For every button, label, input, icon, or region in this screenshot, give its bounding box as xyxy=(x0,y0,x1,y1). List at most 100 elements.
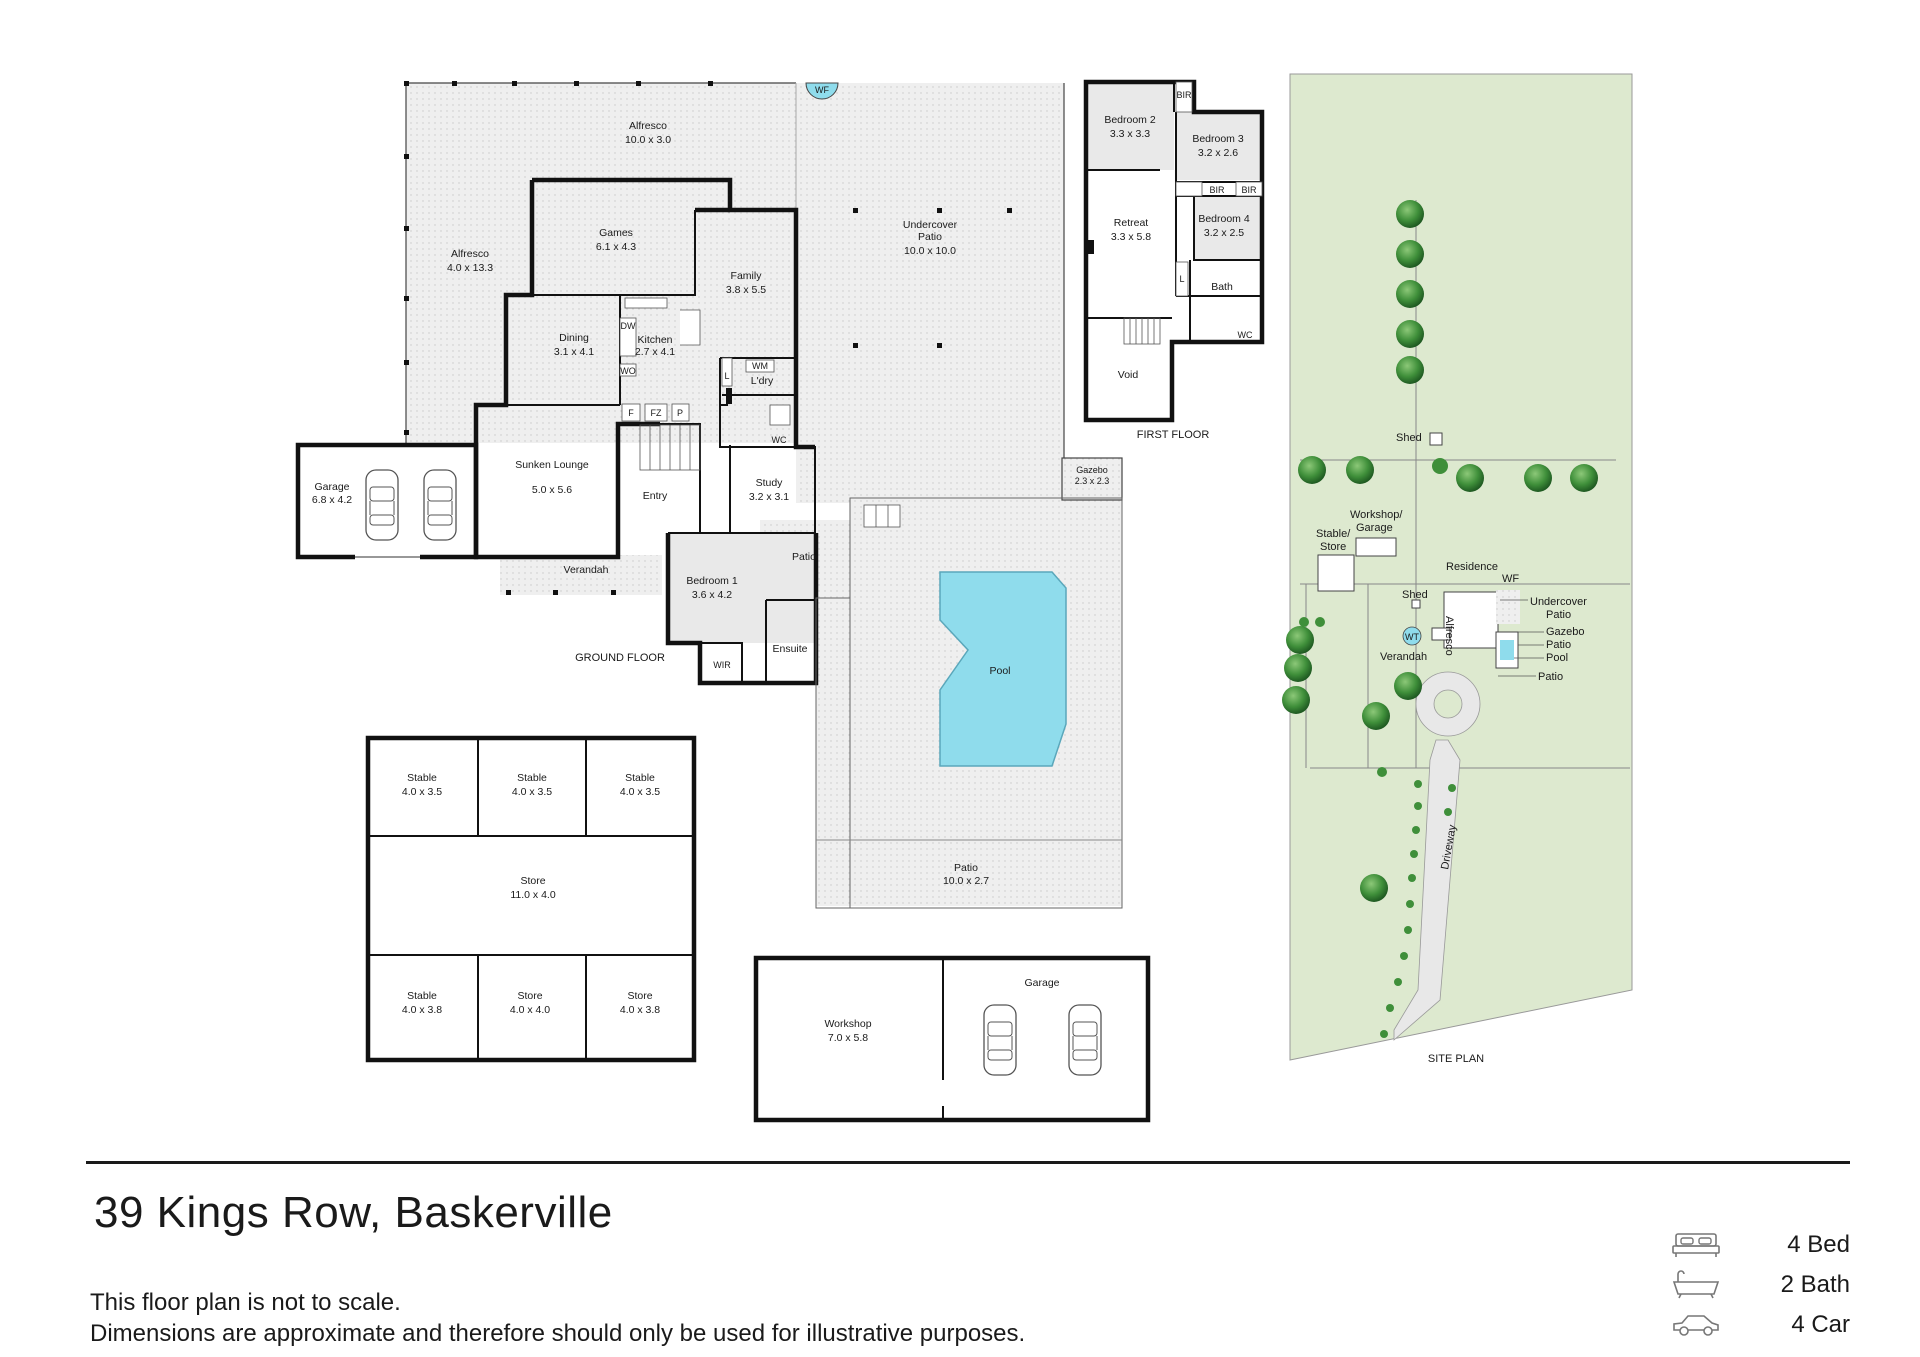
alfresco-top-label: Alfresco xyxy=(629,120,667,132)
workshop-garage-car-1 xyxy=(983,1004,1017,1076)
f-label: F xyxy=(628,408,634,418)
site-workshop-label-1: Workshop/ xyxy=(1350,509,1403,521)
store3-label: Store xyxy=(627,990,652,1002)
patio-bottom-dim: 10.0 x 2.7 xyxy=(943,875,989,887)
wc-label: WC xyxy=(772,435,787,445)
garage-car-1 xyxy=(365,469,399,541)
workshop-dim: 7.0 x 5.8 xyxy=(828,1032,868,1044)
bir-label-2: BIR xyxy=(1241,185,1257,195)
site-plan-caption: SITE PLAN xyxy=(1428,1053,1484,1065)
site-plan: Shed Workshop/ Garage Stable/ Store Resi… xyxy=(1282,73,1633,1065)
stable4-dim: 4.0 x 3.8 xyxy=(402,1004,442,1016)
alfresco-left-label: Alfresco xyxy=(451,248,489,260)
floor-plan-drawing: WF DW WO F FZ P xyxy=(295,73,1633,1123)
games-label: Games xyxy=(599,227,633,239)
void-label: Void xyxy=(1118,369,1139,381)
bedroom1-room xyxy=(668,533,816,643)
bed-icon xyxy=(1672,1233,1720,1257)
disclaimer-line-2: Dimensions are approximate and therefore… xyxy=(90,1320,1026,1347)
bath-label: Bath xyxy=(1211,281,1233,293)
bir-label-3: BIR xyxy=(1176,90,1192,100)
site-alfresco-label: Alfresco xyxy=(1443,616,1455,656)
verandah-label: Verandah xyxy=(564,564,609,576)
bedroom2-room xyxy=(1086,82,1174,170)
wm-label: WM xyxy=(752,361,768,371)
stable4-label: Stable xyxy=(407,990,437,1002)
patio-small-label: Patio xyxy=(792,551,816,563)
fz-label: FZ xyxy=(651,408,662,418)
feature-bed: 4 Bed xyxy=(1670,1225,1850,1265)
stables-building: Stable 4.0 x 3.5 Stable 4.0 x 3.5 Stable… xyxy=(365,735,697,1063)
games-dim: 6.1 x 4.3 xyxy=(596,241,636,253)
store2-dim: 4.0 x 4.0 xyxy=(510,1004,550,1016)
study-label: Study xyxy=(756,477,784,489)
patio-bottom-label: Patio xyxy=(954,862,978,874)
ff-l-label: L xyxy=(1179,274,1184,284)
garage-dim: 6.8 x 4.2 xyxy=(312,494,352,506)
site-undercover-label-1: Undercover xyxy=(1530,596,1587,608)
kitchen-label: Kitchen xyxy=(637,334,672,346)
site-residence-label: Residence xyxy=(1446,561,1498,573)
workshop-garage-car-2 xyxy=(1068,1004,1102,1076)
disclaimer: This floor plan is not to scale. Dimensi… xyxy=(90,1287,1025,1349)
gazebo-dim: 2.3 x 2.3 xyxy=(1075,476,1110,486)
retreat-dim: 3.3 x 5.8 xyxy=(1111,231,1151,243)
store3-dim: 4.0 x 3.8 xyxy=(620,1004,660,1016)
pool-shape xyxy=(939,571,1067,767)
feature-car: 4 Car xyxy=(1670,1305,1850,1345)
first-floor-caption: FIRST FLOOR xyxy=(1137,429,1210,441)
workshop-building: Workshop 7.0 x 5.8 Garage xyxy=(753,955,1151,1123)
kitchen-dim: 2.7 x 4.1 xyxy=(635,346,675,358)
wo-label: WO xyxy=(620,366,636,376)
family-label: Family xyxy=(731,270,763,282)
wf-label: WF xyxy=(815,85,829,95)
site-verandah-label: Verandah xyxy=(1380,651,1427,663)
bedroom4-label: Bedroom 4 xyxy=(1198,213,1250,225)
bedroom2-label: Bedroom 2 xyxy=(1104,114,1156,126)
site-workshop-label-2: Garage xyxy=(1356,522,1393,534)
bedroom3-dim: 3.2 x 2.6 xyxy=(1198,147,1238,159)
feature-bed-label: 4 Bed xyxy=(1787,1231,1850,1258)
bir-label-1: BIR xyxy=(1209,185,1225,195)
ff-wc-label: WC xyxy=(1238,330,1253,340)
undercover-patio-label-2: Patio xyxy=(918,231,942,243)
study-dim: 3.2 x 3.1 xyxy=(749,491,789,503)
stable3-dim: 4.0 x 3.5 xyxy=(620,786,660,798)
ground-floor-caption: GROUND FLOOR xyxy=(575,652,665,664)
stable3-label: Stable xyxy=(625,772,655,784)
site-stable-label-1: Stable/ xyxy=(1316,528,1351,540)
site-gazebo-label: Gazebo xyxy=(1546,626,1585,638)
ground-floor-plan: WF DW WO F FZ P xyxy=(295,81,1123,909)
site-wt-label: WT xyxy=(1405,632,1419,642)
sunken-lounge-label: Sunken Lounge xyxy=(515,459,589,471)
sunken-lounge-dim: 5.0 x 5.6 xyxy=(532,484,572,496)
bedroom3-label: Bedroom 3 xyxy=(1192,133,1244,145)
undercover-patio-label-1: Undercover xyxy=(903,219,958,231)
entry-label: Entry xyxy=(643,490,668,502)
wir-label: WIR xyxy=(713,660,731,670)
verandah-area xyxy=(500,555,662,595)
laundry-label: L'dry xyxy=(751,375,774,387)
stable2-dim: 4.0 x 3.5 xyxy=(512,786,552,798)
gazebo-label: Gazebo xyxy=(1076,465,1108,475)
store2-label: Store xyxy=(517,990,542,1002)
site-wf-label: WF xyxy=(1502,573,1519,585)
site-patio1-label: Patio xyxy=(1546,639,1571,651)
first-floor-plan: Bedroom 2 3.3 x 3.3 Bedroom 3 3.2 x 2.6 … xyxy=(1083,79,1265,441)
stable1-label: Stable xyxy=(407,772,437,784)
disclaimer-line-1: This floor plan is not to scale. xyxy=(90,1289,401,1316)
bath-icon xyxy=(1672,1270,1720,1299)
alfresco-top-dim: 10.0 x 3.0 xyxy=(625,134,671,146)
store-main-dim: 11.0 x 4.0 xyxy=(510,889,555,901)
undercover-patio-dim: 10.0 x 10.0 xyxy=(904,245,956,257)
ensuite-label: Ensuite xyxy=(772,643,807,655)
garage-car-2 xyxy=(423,469,457,541)
car-icon xyxy=(1673,1315,1719,1336)
dining-label: Dining xyxy=(559,332,589,344)
alfresco-left-dim: 4.0 x 13.3 xyxy=(447,262,493,274)
site-shed-label: Shed xyxy=(1396,432,1422,444)
stable1-dim: 4.0 x 3.5 xyxy=(402,786,442,798)
site-pool-label: Pool xyxy=(1546,652,1568,664)
store-main-label: Store xyxy=(520,875,545,887)
bedroom1-dim: 3.6 x 4.2 xyxy=(692,589,732,601)
